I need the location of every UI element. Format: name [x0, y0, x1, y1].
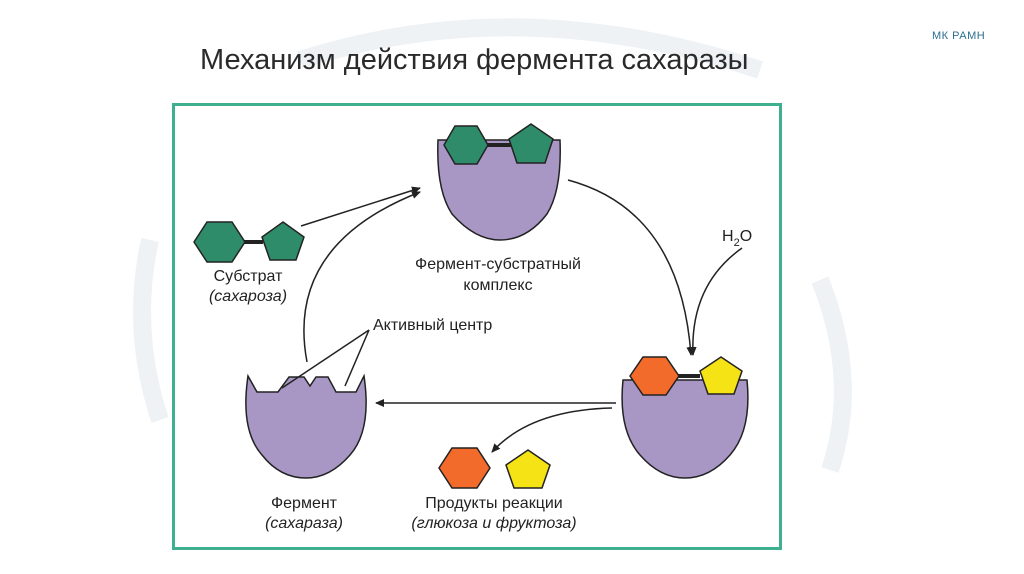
complex-fructose-pentagon	[508, 123, 554, 164]
product-complex	[621, 356, 749, 479]
products-label-line1: Продукты реакции	[425, 495, 562, 512]
cycle-left-arrow	[303, 191, 421, 363]
free-enzyme-body	[245, 373, 367, 479]
substrate-label-line1: Субстрат	[214, 268, 283, 285]
product-enzyme-body	[621, 379, 749, 479]
active-site-label: Активный центр	[373, 317, 492, 334]
active-site-pointer-b	[344, 329, 370, 387]
substrate-molecule	[193, 221, 305, 263]
enzyme-label-line2: (сахараза)	[265, 515, 343, 532]
substrate-glucose-hexagon	[193, 221, 246, 263]
complex-label-line1: Фермент-субстратный	[415, 256, 581, 273]
substrate-label-line2: (сахароза)	[209, 288, 287, 305]
complex-label-line2: комплекс	[463, 277, 532, 294]
active-site-pointer-a	[281, 329, 370, 389]
products-label-line2: (глюкоза и фруктоза)	[411, 515, 576, 532]
fructose-product-pentagon	[505, 449, 551, 489]
released-products	[438, 447, 551, 489]
slide-title: Механизм действия фермента сахаразы	[200, 44, 749, 76]
brand-label: МК РАМН	[932, 30, 986, 42]
product-fructose-pentagon	[699, 356, 743, 395]
product-glucose-hexagon	[629, 356, 680, 396]
water-label: H2O	[722, 228, 752, 249]
complex-glucose-hexagon	[443, 125, 489, 165]
release-arrow	[491, 407, 613, 453]
substrate-to-complex-arrow	[300, 186, 421, 227]
cycle-right-arrow	[567, 179, 695, 356]
enzyme-label-line1: Фермент	[271, 495, 338, 512]
substrate-fructose-pentagon	[261, 221, 305, 261]
complex-enzyme-body	[437, 139, 561, 241]
enzyme-substrate-complex	[437, 123, 561, 241]
water-arrow	[688, 247, 743, 356]
glucose-product-hexagon	[438, 447, 491, 489]
